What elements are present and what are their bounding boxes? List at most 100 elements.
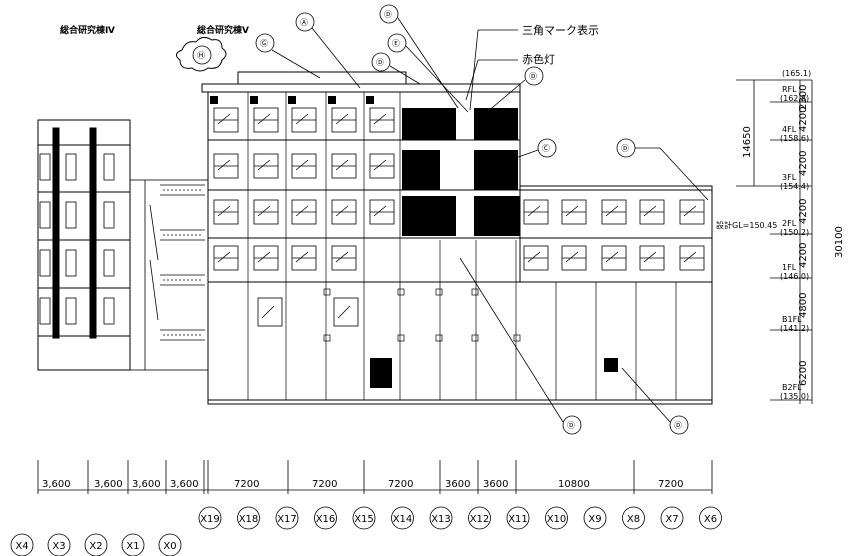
grid-bubble-label: X1 — [126, 541, 139, 552]
building-v — [201, 71, 713, 405]
level-value: (158.6) — [780, 134, 809, 143]
grid-bubble: X0 — [158, 533, 182, 556]
height-4200-a: 4200 — [798, 107, 809, 132]
grid-bubble-label: X6 — [704, 514, 717, 525]
callout-e: Ⓔ — [392, 39, 400, 48]
callout-h: Ⓗ — [197, 51, 205, 60]
window — [213, 107, 239, 133]
grid-bubble: X4 — [10, 533, 34, 556]
level-name: RFL — [782, 85, 797, 94]
window — [291, 199, 317, 225]
grid-bubble: X13 — [429, 506, 453, 530]
window — [561, 245, 587, 271]
connecting-stair — [129, 179, 209, 371]
grid-bubble: X1 — [121, 533, 145, 556]
height-6200: 6200 — [798, 361, 809, 386]
callout-c: Ⓒ — [542, 144, 550, 153]
grid-bubble: X10 — [545, 506, 568, 530]
grid-bubble-label: X2 — [89, 541, 102, 552]
callout-d-6: Ⓓ — [674, 421, 682, 430]
window — [291, 107, 317, 133]
level-name: (165.1) — [782, 69, 811, 78]
grid-bubble: X11 — [506, 506, 530, 530]
level-name: 2FL — [782, 219, 797, 228]
level-value: (162.8) — [780, 94, 809, 103]
window — [213, 245, 239, 271]
window — [333, 297, 359, 327]
cloud-label — [176, 36, 227, 72]
building-iv — [37, 119, 131, 371]
window — [331, 153, 357, 179]
span-right-6: 10800 — [558, 479, 590, 490]
building-v-title: 総合研究棟Ⅴ — [197, 24, 249, 36]
grid-bubble-label: X16 — [316, 514, 336, 525]
grid-bubble-label: X17 — [277, 514, 297, 525]
span-left-4: 3,600 — [170, 479, 199, 490]
grid-bubble: X9 — [583, 506, 607, 530]
grid-bubble-label: X0 — [163, 541, 176, 552]
total-height: 30100 — [834, 226, 845, 258]
window — [639, 245, 665, 271]
height-4200-b: 4200 — [798, 151, 809, 176]
window — [291, 245, 317, 271]
window — [213, 153, 239, 179]
grid-bubble: X16 — [314, 506, 337, 530]
callout-d-2: Ⓓ — [376, 58, 384, 67]
window — [369, 153, 395, 179]
louvers — [370, 358, 618, 388]
span-dimensions — [37, 460, 713, 494]
level-value: (154.4) — [780, 182, 809, 191]
grid-bubble-label: X8 — [627, 514, 640, 525]
building-iv-title: 総合研究棟Ⅳ — [60, 24, 115, 36]
window — [253, 199, 279, 225]
partial-height: 14650 — [742, 126, 753, 158]
grid-bubble-label: X11 — [508, 514, 528, 525]
grid-bubble-label: X7 — [665, 514, 678, 525]
callout-d-1: Ⓓ — [384, 10, 392, 19]
grid-bubble: X2 — [84, 533, 108, 556]
grid-bubble-label: X9 — [588, 514, 601, 525]
ground-level-label: 設計GL=150.45 — [716, 220, 777, 230]
span-left-2: 3,600 — [94, 479, 123, 490]
window — [369, 107, 395, 133]
window — [679, 245, 705, 271]
window-grid — [213, 107, 705, 327]
grid-bubble: X7 — [660, 506, 684, 530]
grid-axis-row-upper: X19 X18 X17 X16 X15 X14 X13 X12 X11 X10 X9 X8 X7 X6 — [198, 506, 722, 530]
callout-d-3: Ⓓ — [529, 72, 537, 81]
window — [213, 199, 239, 225]
window — [331, 107, 357, 133]
grid-bubble: X14 — [391, 506, 414, 530]
grid-bubble-label: X12 — [470, 514, 490, 525]
grid-bubble: X12 — [468, 506, 491, 530]
callout-letters: Ⓓ Ⓐ Ⓖ Ⓗ Ⓔ Ⓓ Ⓓ Ⓒ Ⓓ Ⓓ Ⓓ — [197, 10, 682, 430]
grid-bubble: X6 — [699, 506, 722, 530]
window — [523, 245, 549, 271]
grid-bubble-label: X15 — [354, 514, 374, 525]
height-4200-c: 4200 — [798, 199, 809, 224]
window — [253, 107, 279, 133]
window — [331, 199, 357, 225]
grid-axis-row-lower: X4 X3 X2 X1 X0 — [10, 533, 182, 556]
grid-bubble: X17 — [275, 506, 299, 530]
level-labels: (165.1)RFL(162.8)4FL(158.6)3FL(154.4)2FL… — [780, 69, 811, 401]
grid-bubble-label: X18 — [239, 514, 259, 525]
window — [369, 199, 395, 225]
window — [679, 199, 705, 225]
grid-bubble-label: X4 — [15, 541, 28, 552]
height-4800: 4800 — [798, 293, 809, 318]
level-name: 4FL — [782, 125, 797, 134]
callout-g: Ⓖ — [260, 39, 268, 48]
level-value: (150.2) — [780, 228, 809, 237]
callout-d-4: Ⓓ — [621, 144, 629, 153]
window — [253, 245, 279, 271]
grid-bubble: X3 — [47, 533, 71, 556]
grid-bubble: X19 — [198, 506, 222, 530]
window — [253, 153, 279, 179]
level-name: 1FL — [782, 263, 797, 272]
window — [257, 297, 283, 327]
span-right-1: 7200 — [234, 479, 259, 490]
window — [523, 199, 549, 225]
callout-d-5: Ⓓ — [567, 421, 575, 430]
span-right-5: 3600 — [483, 479, 508, 490]
